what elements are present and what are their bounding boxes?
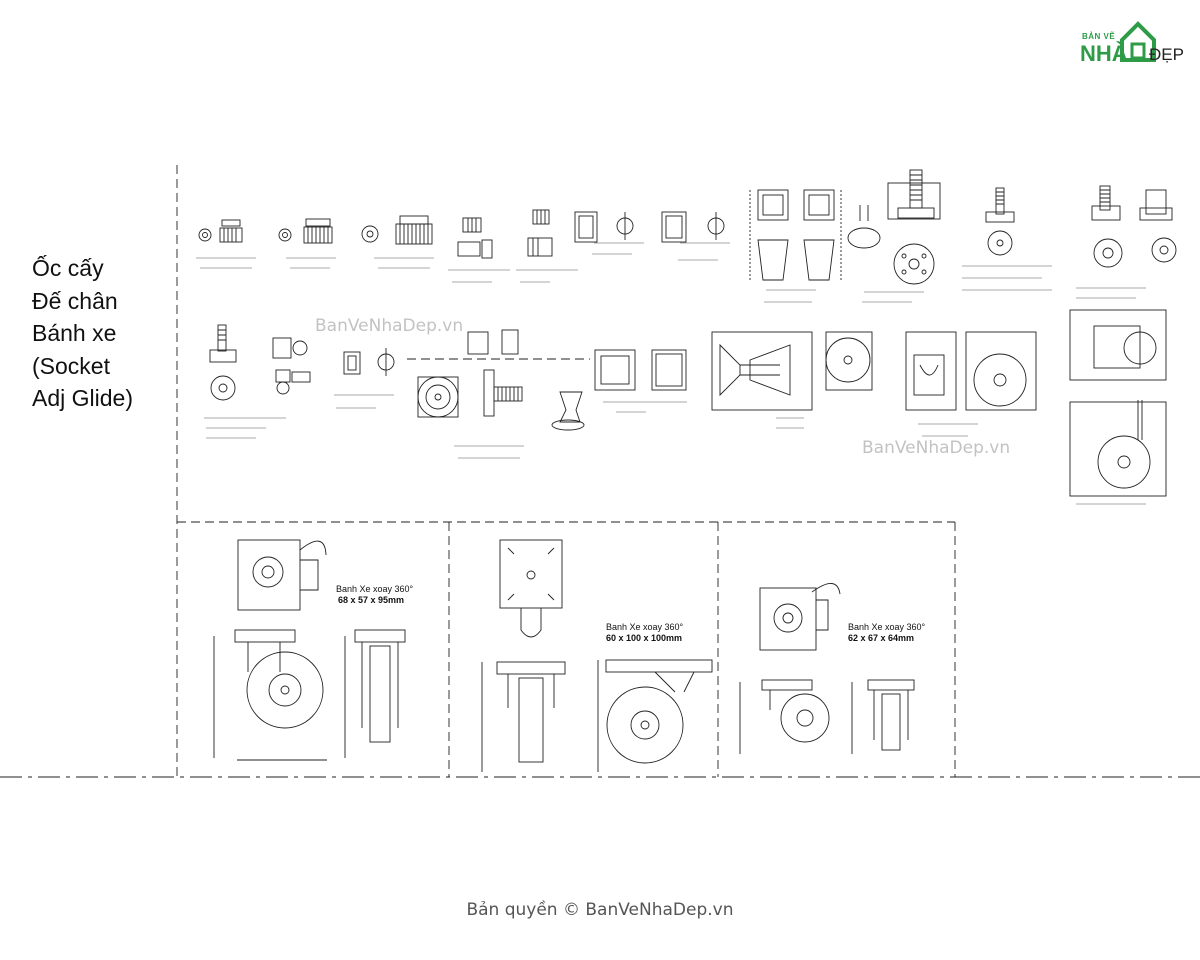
square-insert-box — [749, 189, 842, 281]
caster-1-title: Banh Xe xoay 360° — [336, 584, 414, 594]
caster-2-title: Banh Xe xoay 360° — [606, 622, 684, 632]
caster-3-title: Banh Xe xoay 360° — [848, 622, 926, 632]
site-logo: BẢN VẼ NHÀ ĐẸP — [1078, 14, 1190, 66]
cap-1 — [574, 211, 634, 243]
legend-line: (Socket — [32, 352, 110, 379]
cap-2 — [661, 211, 725, 243]
socket-insert-5 — [527, 209, 553, 257]
plastic-glide-3d — [551, 391, 585, 431]
socket-insert-1 — [198, 219, 243, 243]
watermark: BanVeNhaDep.vn — [315, 316, 464, 336]
cap-4 — [343, 348, 395, 376]
caster-360-1 — [213, 539, 406, 761]
square-cap — [594, 349, 687, 391]
cap-5 — [467, 329, 519, 355]
adjustable-glide-1 — [847, 169, 941, 285]
copyright-footer: Bản quyền © BanVeNhaDep.vn — [466, 900, 734, 920]
house-logo-icon — [1120, 21, 1156, 62]
plastic-glide-side — [417, 369, 523, 418]
legend-line: Bánh xe — [32, 320, 117, 346]
cap-3 — [272, 337, 311, 395]
caster-3-size: 62 x 67 x 64mm — [848, 633, 914, 643]
watermark: BanVeNhaDep.vn — [862, 438, 1011, 458]
caster-360-2 — [481, 539, 713, 772]
annotation-marks — [196, 242, 1146, 505]
plastic-caster-small — [905, 331, 1037, 411]
legend-line: Ốc cấy — [32, 255, 104, 281]
legend-line: Adj Glide) — [32, 385, 133, 411]
leveling-foot — [711, 331, 873, 411]
legend-line: Đế chân — [32, 287, 118, 314]
socket-insert-2 — [278, 218, 333, 244]
caster-360-3 — [739, 583, 915, 754]
logo-top-text: BẢN VẼ — [1082, 32, 1116, 41]
adjustable-glide-4 — [209, 324, 237, 401]
plastic-caster-large — [1069, 309, 1167, 497]
logo-accent-text: ĐẸP — [1149, 45, 1184, 64]
socket-insert-4 — [457, 217, 493, 259]
socket-insert-3 — [361, 215, 433, 245]
caster-1-size: 68 x 57 x 95mm — [338, 595, 404, 605]
logo-main-text: NHÀ — [1080, 41, 1128, 66]
caster-2-size: 60 x 100 x 100mm — [606, 633, 682, 643]
adjustable-glide-3 — [1091, 185, 1177, 268]
adjustable-glide-2 — [985, 187, 1015, 256]
category-legend: Ốc cấy Đế chân Bánh xe (Socket Adj Glide… — [32, 252, 172, 415]
